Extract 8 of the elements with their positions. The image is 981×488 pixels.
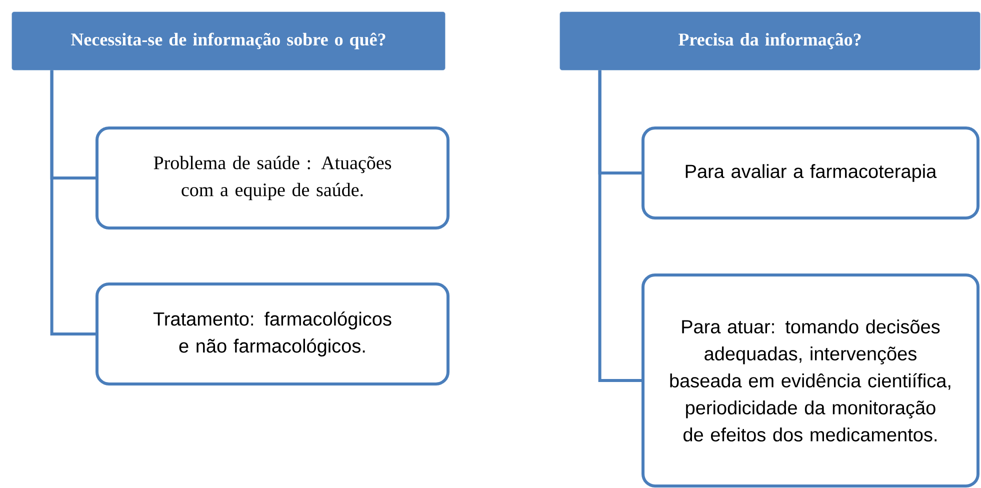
connector	[598, 70, 642, 382]
text-box: Para atuar: tomando decisões adequadas, intervenções baseada em evidência cientiífica, periodicidade da monitoração de efeitos dos medicamentos.	[642, 274, 980, 488]
text-box: Tratamento: farmacológicos e não farmacológicos.	[96, 282, 450, 386]
header-box: Precisa da informação?	[560, 12, 980, 70]
header-box: Necessita-se de informação sobre o quê?	[12, 12, 446, 70]
connector	[50, 70, 96, 336]
text-box: Problema de saúde : Atuações com a equipe de saúde.	[96, 126, 450, 230]
text-box: Para avaliar a farmacoterapia	[642, 126, 980, 220]
